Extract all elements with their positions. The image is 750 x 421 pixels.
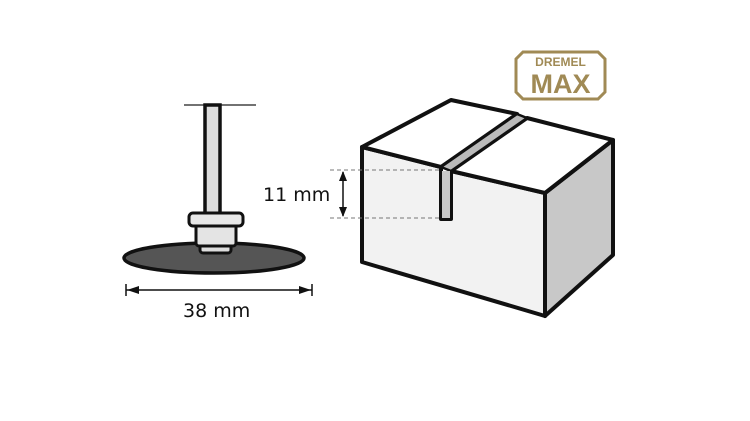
svg-text:MAX: MAX <box>531 69 591 99</box>
svg-text:DREMEL: DREMEL <box>535 55 586 69</box>
slot <box>439 112 529 173</box>
arrow-left-icon <box>127 286 139 294</box>
cut-depth-label: 11 mm <box>263 184 331 206</box>
collar <box>187 211 245 228</box>
workpiece-block <box>330 98 615 318</box>
arrow-up-icon <box>339 171 347 181</box>
diameter-label: 38 mm <box>183 300 251 322</box>
cutting-disc-tool <box>122 103 313 296</box>
shaft <box>203 103 222 217</box>
arrow-right-icon <box>299 286 311 294</box>
dremel-max-logo: DREMEL MAX <box>514 50 607 101</box>
arrow-down-icon <box>339 207 347 217</box>
